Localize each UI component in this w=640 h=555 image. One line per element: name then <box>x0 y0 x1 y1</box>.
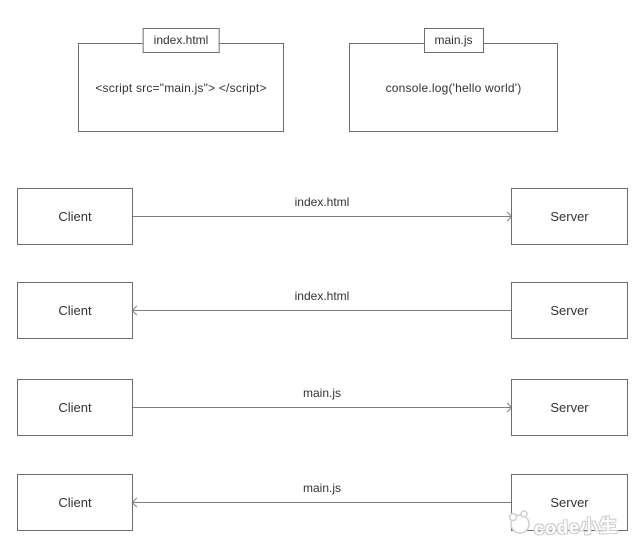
file-box-index-html: index.html <script src="main.js"> </scri… <box>78 28 284 132</box>
client-node: Client <box>17 188 133 245</box>
client-label: Client <box>58 495 92 510</box>
server-label: Server <box>550 303 589 318</box>
client-node: Client <box>17 379 133 436</box>
server-node: Server <box>511 474 628 531</box>
server-node: Server <box>511 282 628 339</box>
server-label: Server <box>550 495 589 510</box>
file-tab-label: index.html <box>142 28 220 54</box>
client-label: Client <box>58 303 92 318</box>
exchange-row-2: Client index.html Server <box>0 282 640 339</box>
arrow-line <box>133 502 511 503</box>
exchange-row-4: Client main.js Server <box>0 474 640 531</box>
arrow-head-icon <box>131 305 142 316</box>
arrow-head-icon <box>131 497 142 508</box>
message-label: index.html <box>294 195 350 209</box>
server-node: Server <box>511 188 628 245</box>
arrow-line <box>133 310 511 311</box>
arrow: main.js <box>131 474 511 531</box>
arrow-line <box>133 407 511 408</box>
message-label: index.html <box>294 289 350 303</box>
arrow: main.js <box>133 379 513 436</box>
client-label: Client <box>58 209 92 224</box>
server-label: Server <box>550 400 589 415</box>
file-code-content: <script src="main.js"> </script> <box>95 80 267 95</box>
client-node: Client <box>17 282 133 339</box>
client-label: Client <box>58 400 92 415</box>
file-box-main-js: main.js console.log('hello world') <box>349 28 558 132</box>
server-label: Server <box>550 209 589 224</box>
file-tab-label: main.js <box>423 28 484 54</box>
arrow: index.html <box>133 188 513 245</box>
client-node: Client <box>17 474 133 531</box>
exchange-row-3: Client main.js Server <box>0 379 640 436</box>
file-code-content: console.log('hello world') <box>385 80 522 95</box>
arrow: index.html <box>131 282 511 339</box>
exchange-row-1: Client index.html Server <box>0 188 640 245</box>
message-label: main.js <box>302 481 341 495</box>
message-label: main.js <box>302 386 341 400</box>
arrow-line <box>133 216 511 217</box>
server-node: Server <box>511 379 628 436</box>
